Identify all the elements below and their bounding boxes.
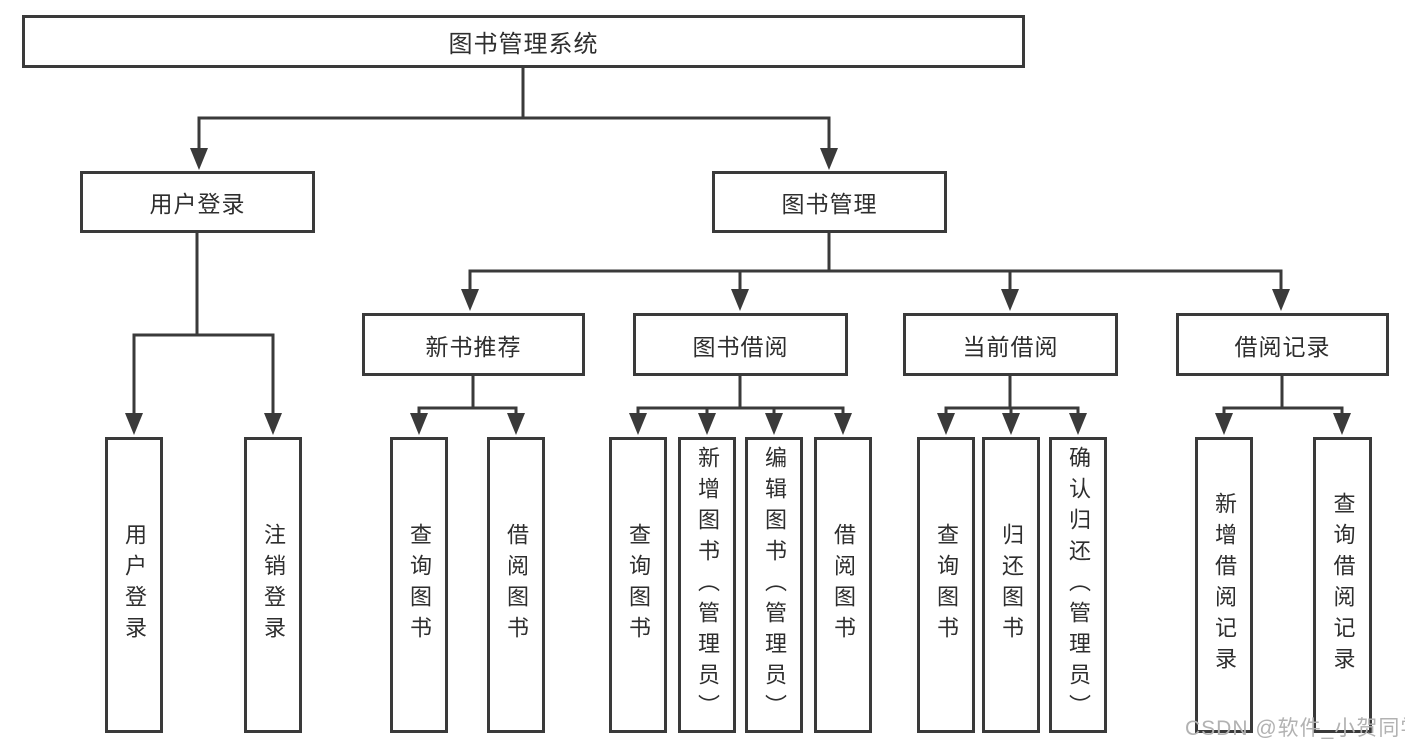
leaf-label: 查询图书 bbox=[934, 523, 959, 647]
leaf-query-books-2: 查询图书 bbox=[609, 437, 667, 733]
leaf-user-login: 用户登录 bbox=[105, 437, 163, 733]
node-user-login: 用户登录 bbox=[80, 171, 315, 233]
leaf-borrow-books-2: 借阅图书 bbox=[814, 437, 872, 733]
leaf-label: 借阅图书 bbox=[504, 523, 529, 647]
leaf-query-books-3: 查询图书 bbox=[917, 437, 975, 733]
leaf-label: 用户登录 bbox=[122, 523, 147, 647]
node-current-borrowing: 当前借阅 bbox=[903, 313, 1118, 376]
node-library-management-system: 图书管理系统 bbox=[22, 15, 1025, 68]
leaf-edit-books-admin: 编辑图书（管理员） bbox=[745, 437, 803, 733]
csdn-watermark: CSDN @软件_小贺同学 bbox=[1185, 717, 1405, 740]
leaf-borrow-books-1: 借阅图书 bbox=[487, 437, 545, 733]
node-book-management: 图书管理 bbox=[712, 171, 947, 233]
leaf-label: 借阅图书 bbox=[831, 523, 856, 647]
leaf-label: 注销登录 bbox=[261, 523, 286, 647]
leaf-label: 查询图书 bbox=[407, 523, 432, 647]
leaf-label: 归还图书 bbox=[999, 523, 1024, 647]
leaf-confirm-return-admin: 确认归还（管理员） bbox=[1049, 437, 1107, 733]
leaf-label: 确认归还（管理员） bbox=[1066, 445, 1091, 725]
leaf-label: 查询借阅记录 bbox=[1330, 492, 1356, 678]
leaf-add-borrow-record: 新增借阅记录 bbox=[1195, 437, 1253, 733]
leaf-label: 新增借阅记录 bbox=[1212, 492, 1237, 678]
leaf-return-books: 归还图书 bbox=[982, 437, 1040, 733]
leaf-label: 查询图书 bbox=[626, 523, 651, 647]
node-new-book-recommendation: 新书推荐 bbox=[362, 313, 585, 376]
node-book-borrowing: 图书借阅 bbox=[633, 313, 848, 376]
leaf-label: 新增图书（管理员） bbox=[695, 445, 720, 725]
node-borrowing-records: 借阅记录 bbox=[1176, 313, 1389, 376]
leaf-query-borrow-record: 查询借阅记录 bbox=[1313, 437, 1372, 733]
leaf-label: 编辑图书（管理员） bbox=[762, 445, 787, 725]
leaf-query-books-1: 查询图书 bbox=[390, 437, 448, 733]
leaf-logout: 注销登录 bbox=[244, 437, 302, 733]
leaf-add-books-admin: 新增图书（管理员） bbox=[678, 437, 736, 733]
